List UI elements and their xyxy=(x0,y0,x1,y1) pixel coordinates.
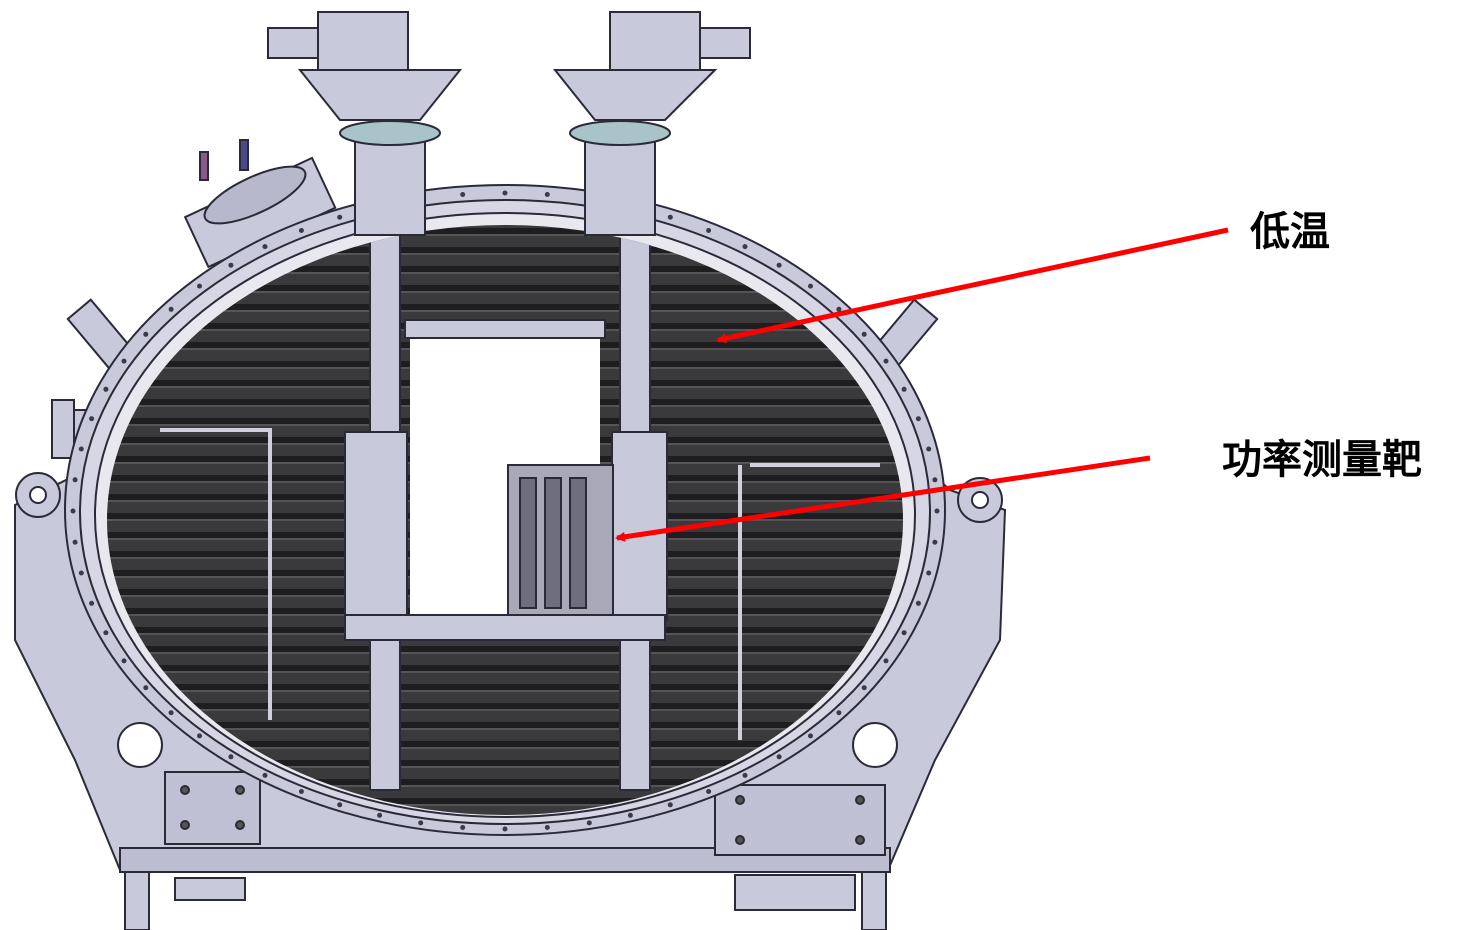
flange-bolt xyxy=(78,570,84,576)
flange-bolt xyxy=(298,228,304,233)
flange-bolt xyxy=(262,244,268,250)
flange-bolt xyxy=(544,825,550,830)
flange-bolt xyxy=(377,812,383,818)
flange-bolt xyxy=(262,772,268,778)
flange-bolt xyxy=(337,802,343,808)
flange-bolt xyxy=(932,539,938,545)
flange-bolt xyxy=(915,600,921,606)
flange-bolt xyxy=(502,190,508,196)
flange-bolt xyxy=(586,820,592,826)
flange-bolt xyxy=(168,306,174,312)
flange-bolt xyxy=(168,710,174,716)
flange-bolt xyxy=(934,508,940,514)
power-target-label: 功率测量靶 xyxy=(1222,437,1422,483)
flange-bolt xyxy=(228,754,234,760)
flange-bolt xyxy=(544,192,550,197)
cross-beam xyxy=(344,614,666,641)
flange-bolt xyxy=(883,358,889,364)
flange-bolt xyxy=(460,192,466,197)
flange-bolt xyxy=(89,600,95,606)
flange-bolt xyxy=(418,820,424,826)
arrow-target xyxy=(615,455,1151,542)
flange-bolt xyxy=(915,416,921,422)
power-measurement-target xyxy=(507,464,614,616)
flange-bolt xyxy=(861,331,867,337)
flange-bolt xyxy=(901,386,907,392)
flange-bolt xyxy=(706,789,712,794)
flange-bolt xyxy=(932,477,938,483)
flange-bolt xyxy=(103,386,109,392)
arrow-cryo xyxy=(716,227,1229,344)
flange-bolt xyxy=(667,214,673,220)
flange-bolt xyxy=(901,630,907,636)
mounting-plate-left xyxy=(164,771,261,845)
flange-bolt xyxy=(836,306,842,312)
cryo-label: 低温 xyxy=(1250,209,1330,255)
flange-bolt xyxy=(836,710,842,716)
lifting-lugs xyxy=(15,472,1003,523)
flange-bolt xyxy=(706,228,712,233)
flange-bolt xyxy=(121,658,127,664)
flange-bolt xyxy=(808,283,813,289)
flange-bolt xyxy=(883,658,889,664)
flange-bolt xyxy=(776,262,782,268)
flange-bolt xyxy=(103,630,109,636)
flange-bolt xyxy=(89,416,95,422)
flange-bolt xyxy=(861,685,867,691)
flange-bolt xyxy=(627,812,633,818)
flange-bolt xyxy=(298,789,304,794)
flange-bolt xyxy=(460,825,466,830)
flange-bolt xyxy=(143,331,149,337)
flange-bolt xyxy=(742,244,748,250)
flange-bolt xyxy=(72,477,78,483)
frame-holes xyxy=(117,722,898,768)
flange-bolt xyxy=(228,262,234,268)
flange-bolt xyxy=(143,685,149,691)
flange-bolt xyxy=(926,570,932,576)
pipe-lines xyxy=(160,428,880,740)
flange-bolt xyxy=(78,446,84,452)
flange-bolt xyxy=(72,539,78,545)
top-ports xyxy=(267,11,751,236)
flange-bolt xyxy=(808,733,813,739)
mounting-plate-right xyxy=(714,784,886,856)
flange-bolt xyxy=(197,283,202,289)
flange-bolt xyxy=(502,826,508,832)
flange-bolt xyxy=(926,446,932,452)
flange-bolt xyxy=(667,802,673,808)
flange-bolt xyxy=(742,772,748,778)
flange-bolt xyxy=(121,358,127,364)
flange-bolt xyxy=(337,214,343,220)
flange-bolt xyxy=(70,508,76,514)
flange-bolt xyxy=(776,754,782,760)
flange-bolt xyxy=(197,733,202,739)
